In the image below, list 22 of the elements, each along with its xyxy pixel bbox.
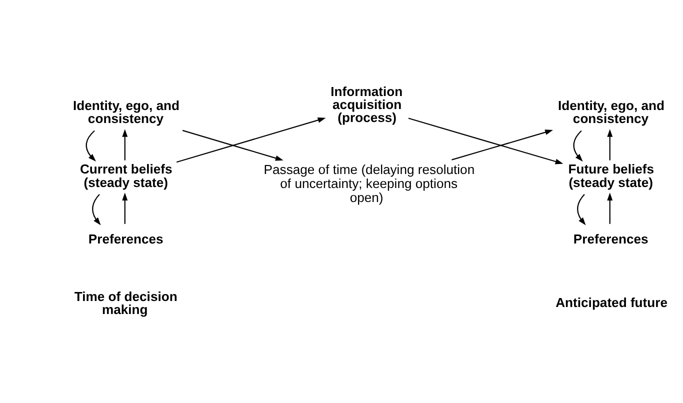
arrow <box>122 128 128 160</box>
node-text: Preferences <box>573 230 648 246</box>
node-text: Passage of time (delaying resolution of uncertainty; keeping options open) <box>264 162 475 205</box>
label: Anticipated future <box>556 294 668 310</box>
arrow <box>122 192 128 224</box>
label: Time of decision making <box>74 288 178 316</box>
arrow <box>408 117 564 164</box>
arrow <box>86 130 96 162</box>
arrow <box>182 129 284 160</box>
arrow <box>607 192 613 224</box>
arrow <box>577 194 586 225</box>
arrow <box>452 129 553 160</box>
node-text: Current beliefs (steady state) <box>80 161 172 190</box>
node-text: Identity, ego, and consistency <box>558 98 665 126</box>
node-text: Information acquisition (process) <box>330 84 403 125</box>
node-text: Preferences <box>88 230 164 246</box>
arrow <box>573 130 583 162</box>
arrow <box>92 194 101 225</box>
arrow <box>176 116 326 162</box>
arrow <box>607 128 613 160</box>
node-text: Future beliefs (steady state) <box>568 161 654 190</box>
node-text: Identity, ego, and consistency <box>72 98 180 126</box>
